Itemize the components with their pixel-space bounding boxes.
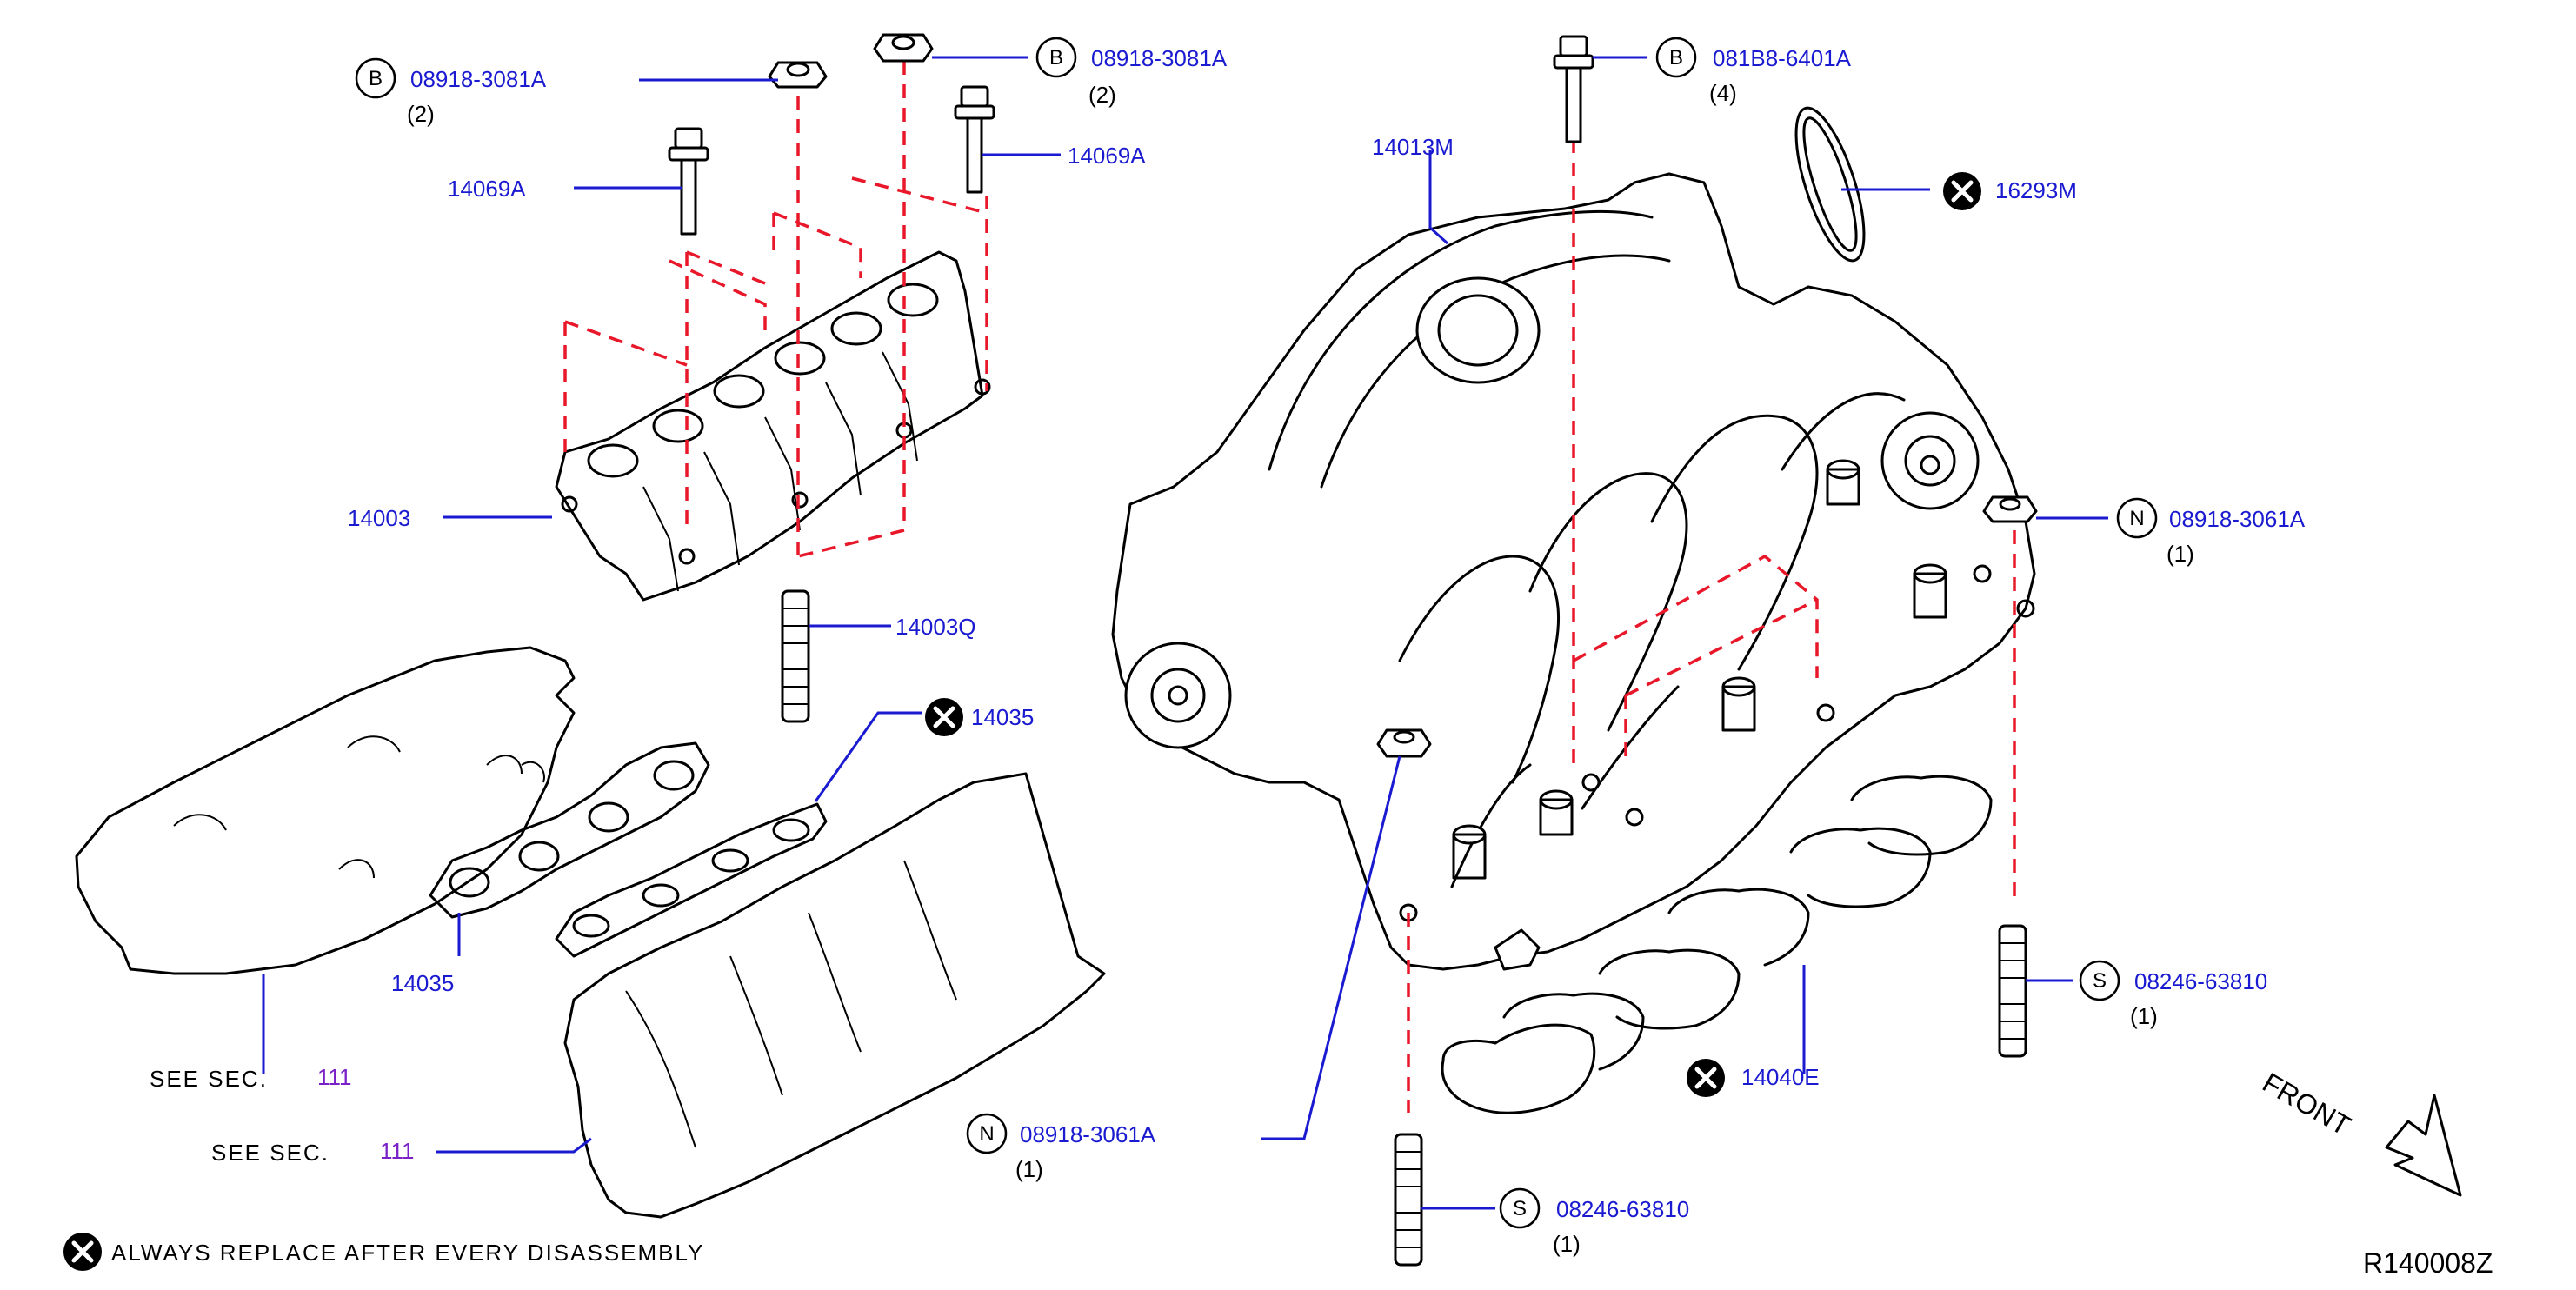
label-14069a-right: 14069A — [1068, 143, 1146, 169]
badge-letter: N — [2129, 507, 2144, 530]
seal-16293m — [1794, 106, 1866, 263]
bolt-081b8-6401a — [1553, 35, 1594, 143]
quantity: (1) — [1015, 1156, 1043, 1182]
see-sec-text: SEE SEC. — [150, 1066, 268, 1092]
see-sec-text: SEE SEC. — [211, 1140, 329, 1166]
alignment-lines-left — [563, 61, 988, 558]
badge-letter: B — [369, 67, 383, 90]
see-sec-ref-2: SEE SEC. 111 — [211, 1138, 415, 1166]
part-number: 08918-3081A — [410, 66, 547, 92]
badge-letter: S — [2093, 969, 2107, 993]
quantity: (2) — [1088, 82, 1116, 108]
gasket-14040e — [1441, 775, 1993, 1114]
callout-n-nut-right: N 08918-3061A (1) — [2116, 497, 2306, 567]
quantity: (1) — [2130, 1003, 2158, 1029]
badge-letter: S — [1513, 1197, 1527, 1220]
part-number: 08918-3081A — [1091, 45, 1228, 71]
x-circle-icon — [925, 698, 963, 736]
x-circle-icon — [1687, 1059, 1725, 1097]
quantity: (1) — [1553, 1231, 1581, 1257]
front-label: FRONT — [2258, 1067, 2356, 1141]
front-arrow-icon — [2385, 1094, 2462, 1197]
diagram-code: R140008Z — [2363, 1247, 2493, 1279]
nut-08918-3061a-right — [1982, 495, 2038, 523]
see-sec-ref-1: SEE SEC. 111 — [150, 1064, 352, 1092]
part-number: 08918-3061A — [1020, 1121, 1156, 1147]
part-number: 08246-63810 — [1556, 1196, 1689, 1222]
bolt-14069a-left — [668, 127, 709, 236]
x-circle-icon — [63, 1233, 102, 1271]
cylinder-head-left — [75, 646, 576, 1074]
badge-letter: B — [1669, 46, 1683, 70]
part-number: 081B8-6401A — [1713, 45, 1852, 71]
gasket-14035-replace — [555, 711, 922, 958]
alignment-lines-right — [1407, 139, 2016, 1113]
front-indicator: FRONT — [2258, 1067, 2462, 1197]
badge-letter: B — [1049, 46, 1063, 70]
label-14035-lower: 14035 — [391, 970, 454, 996]
see-sec-number: 111 — [380, 1138, 415, 1164]
label-16293m: 16293M — [1995, 177, 2077, 203]
stud-08246-63810-right — [1998, 924, 2027, 1058]
nut-08918-3081a-left — [768, 61, 828, 89]
quantity: (2) — [407, 101, 435, 127]
lower-intake-manifold — [555, 250, 991, 602]
nut-08918-3061a-bottom — [1376, 728, 1432, 758]
bolt-14069a-right — [954, 85, 995, 194]
cylinder-head-right — [563, 772, 1106, 1219]
callout-b-bolt-mid: B 08918-3081A (2) — [1035, 37, 1228, 108]
callout-s-stud-right: S 08246-63810 (1) — [2079, 960, 2267, 1029]
stud-08246-63810-bottom — [1394, 1133, 1423, 1267]
quantity: (4) — [1709, 80, 1737, 106]
quantity: (1) — [2167, 541, 2194, 567]
label-14069a-left: 14069A — [448, 176, 526, 202]
callout-n-nut-bottom: N 08918-3061A (1) — [966, 1113, 1156, 1182]
part-number: 08918-3061A — [2169, 506, 2306, 532]
stud-14003q — [781, 589, 810, 723]
label-14003: 14003 — [348, 505, 410, 531]
see-sec-number: 111 — [317, 1064, 352, 1090]
leader-lines — [436, 56, 2108, 1210]
callout-s-stud-bottom: S 08246-63810 (1) — [1499, 1187, 1689, 1257]
x-circle-icon — [1943, 172, 1981, 210]
badge-letter: N — [979, 1122, 994, 1146]
footer-note: ALWAYS REPLACE AFTER EVERY DISASSEMBLY — [111, 1240, 704, 1266]
label-14003q: 14003Q — [895, 614, 976, 640]
label-14013m: 14013M — [1372, 134, 1454, 160]
label-14035-replace: 14035 — [971, 704, 1034, 730]
gasket-14035-lower — [429, 741, 710, 956]
nut-08918-3081a-mid — [873, 33, 934, 63]
label-14040e: 14040E — [1741, 1064, 1820, 1090]
callout-b-bolt-left: B 08918-3081A (2) — [355, 57, 547, 127]
callout-b-bolt-right: B 081B8-6401A (4) — [1655, 37, 1852, 106]
part-number: 08246-63810 — [2134, 968, 2267, 994]
